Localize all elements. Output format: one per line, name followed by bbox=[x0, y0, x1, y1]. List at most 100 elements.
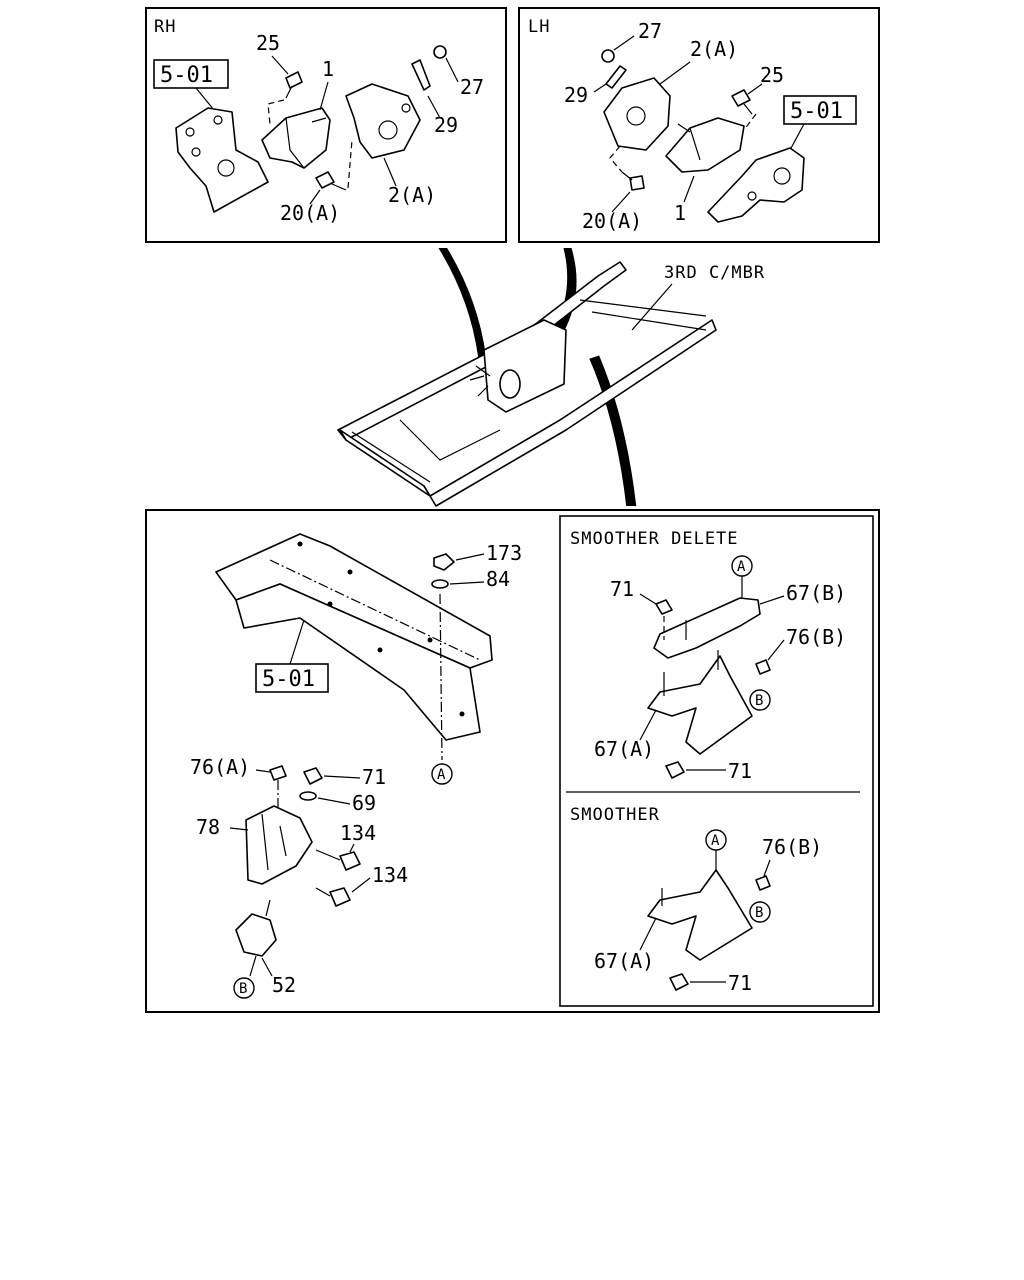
rh-dash-25 bbox=[267, 99, 285, 125]
lh-leader-27 bbox=[613, 35, 635, 51]
lh-callout-29: 29 bbox=[564, 83, 588, 107]
frame-rail-left bbox=[337, 261, 627, 441]
leader-78 bbox=[229, 827, 249, 831]
lh-bolt-25 bbox=[731, 89, 751, 107]
lh-clip-29 bbox=[605, 65, 627, 89]
callout-76a: 76(A) bbox=[190, 755, 250, 779]
lh-bolt-25-shank bbox=[743, 103, 753, 115]
lh-leader-20a bbox=[611, 191, 631, 213]
leader-84 bbox=[449, 581, 485, 585]
mount-52-lower-stud bbox=[249, 955, 257, 977]
lh-bolt-20a-shank bbox=[621, 171, 633, 181]
sd-circle-b-label: B bbox=[755, 693, 763, 709]
nut-173 bbox=[433, 553, 455, 571]
sd-callout-76b: 76(B) bbox=[786, 625, 846, 649]
sd-bolt-76b bbox=[755, 659, 771, 675]
smoother-title: SMOOTHER bbox=[570, 805, 660, 825]
rh-mount-stud bbox=[311, 117, 327, 123]
leader-134-upper bbox=[349, 843, 355, 853]
sd-nut-71 bbox=[655, 599, 673, 615]
bolt-134-lower bbox=[329, 887, 351, 907]
crossmember-hole bbox=[297, 541, 303, 547]
rh-pointer-swoosh bbox=[438, 248, 487, 358]
sm-bolt-76b bbox=[755, 875, 771, 891]
circle-a-label: A bbox=[437, 767, 446, 783]
callout-69: 69 bbox=[352, 791, 376, 815]
rh-bolt-25-shank bbox=[285, 85, 293, 99]
rh-bracket-hole-small bbox=[213, 115, 223, 125]
sd-nut-71-bottom bbox=[665, 761, 685, 779]
lh-mount-stud bbox=[677, 123, 691, 133]
transmission-output bbox=[499, 369, 521, 399]
rh-leader-29 bbox=[427, 95, 441, 119]
crossmember-hole bbox=[427, 637, 433, 643]
sm-circle-b-label: B bbox=[755, 905, 763, 921]
lh-dash-25 bbox=[743, 113, 757, 131]
leader-52 bbox=[261, 957, 273, 977]
sd-leader-67b bbox=[759, 595, 785, 605]
lh-mount-edge bbox=[689, 127, 701, 161]
chassis-frame: 3RD C/MBR bbox=[337, 248, 764, 507]
lh-leader-1 bbox=[683, 175, 695, 203]
sm-callout-67a: 67(A) bbox=[594, 949, 654, 973]
callout-134-upper: 134 bbox=[340, 821, 376, 845]
rh-callout-25: 25 bbox=[256, 31, 280, 55]
sd-bracket-studs bbox=[663, 650, 719, 696]
bracket-78-detail bbox=[261, 813, 287, 871]
leader-76a bbox=[255, 769, 271, 773]
lh-bracket-2a-hole bbox=[626, 106, 646, 126]
rh-bracket-2a-hole bbox=[378, 120, 398, 140]
lh-title: LH bbox=[528, 17, 550, 37]
rh-ref-leader bbox=[195, 87, 215, 111]
callout-134-lower: 134 bbox=[372, 863, 408, 887]
bolt-134-upper-shank bbox=[315, 849, 341, 861]
frame-rail-front bbox=[339, 429, 431, 497]
sm-circle-a-label: A bbox=[711, 833, 720, 849]
rh-panel: RH 5-01 25 1 2(A) 27 29 bbox=[145, 7, 507, 243]
nut-71 bbox=[303, 767, 323, 785]
lh-callout-20a: 20(A) bbox=[582, 209, 642, 233]
lh-callout-2a: 2(A) bbox=[690, 37, 738, 61]
sd-circle-a-label: A bbox=[737, 559, 746, 575]
sd-callout-71-bottom: 71 bbox=[728, 759, 752, 783]
rh-leader-1 bbox=[319, 81, 329, 111]
rh-leader-20a bbox=[309, 189, 321, 205]
lh-callout-1: 1 bbox=[674, 201, 686, 225]
rh-clip-29 bbox=[411, 59, 431, 91]
rh-bolt-20a bbox=[315, 171, 335, 189]
smoother-delete-title: SMOOTHER DELETE bbox=[570, 529, 739, 549]
rh-mount-edge bbox=[285, 117, 305, 169]
sm-leader-76b bbox=[763, 859, 771, 877]
lh-callout-25: 25 bbox=[760, 63, 784, 87]
lh-leader-2a bbox=[659, 61, 691, 85]
frame-crossmember-front bbox=[351, 431, 431, 483]
bottom-ref-box bbox=[255, 663, 329, 693]
bolt-76a bbox=[269, 765, 287, 781]
crossmember-hole bbox=[347, 569, 353, 575]
leader-173 bbox=[455, 553, 485, 561]
rh-bracket-2a-hole-small bbox=[401, 103, 411, 113]
rh-bolt-20a-shank bbox=[331, 183, 347, 191]
crossmember-centerline bbox=[269, 559, 481, 661]
sd-leader-67a bbox=[639, 709, 657, 741]
rh-callout-1: 1 bbox=[322, 57, 334, 81]
lh-leader-29 bbox=[593, 83, 607, 93]
frame-3rd-crossmember-lower bbox=[591, 311, 707, 331]
crossmember-body bbox=[235, 583, 481, 741]
lh-callout-27: 27 bbox=[638, 19, 662, 43]
sm-callout-76b: 76(B) bbox=[762, 835, 822, 859]
sd-circle-b-marker bbox=[749, 689, 771, 711]
sd-callout-67b: 67(B) bbox=[786, 581, 846, 605]
rh-frame-bracket bbox=[175, 107, 269, 213]
bolt-axis-line bbox=[439, 593, 443, 761]
callout-71: 71 bbox=[362, 765, 386, 789]
crossmember-hole bbox=[459, 711, 465, 717]
lh-ref-leader bbox=[789, 123, 805, 151]
lh-nut-27 bbox=[601, 49, 615, 63]
sd-plate-67b bbox=[653, 597, 761, 659]
rh-leader-25 bbox=[271, 55, 289, 75]
rh-nut-27 bbox=[433, 45, 447, 59]
frame-inner-line bbox=[399, 419, 501, 461]
rh-bracket-hole-small bbox=[191, 147, 201, 157]
